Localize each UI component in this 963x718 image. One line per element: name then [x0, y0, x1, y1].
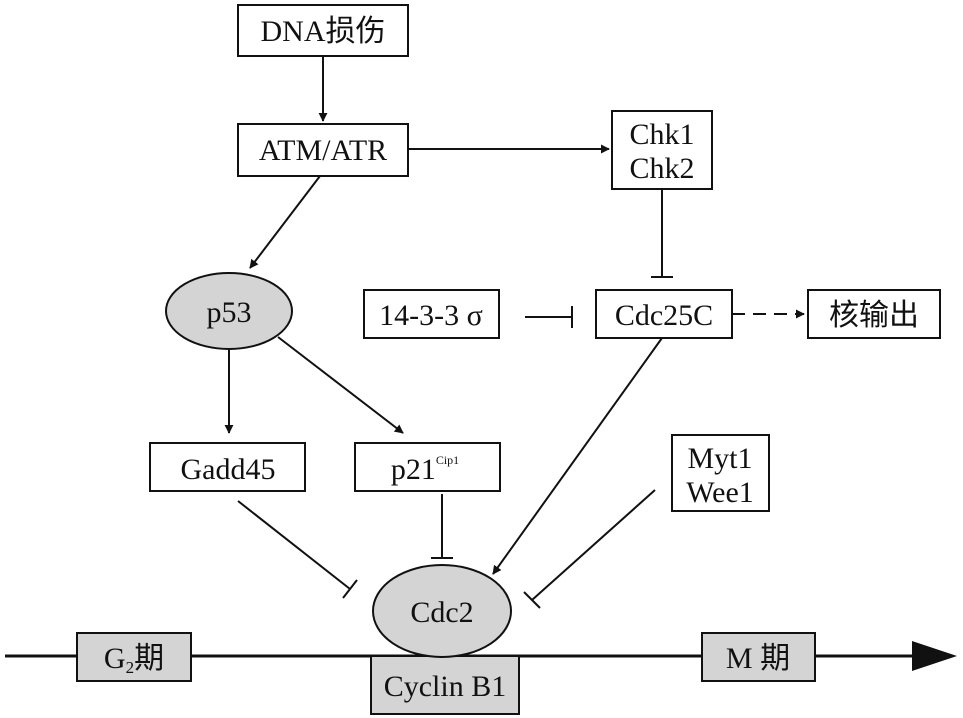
arrow-p53-to-p21 — [277, 336, 404, 434]
node-cdc25c-label: Cdc25C — [615, 299, 713, 332]
node-m-phase-label: M 期 — [726, 642, 790, 675]
node-g2-phase: G2期 — [76, 632, 192, 682]
node-gadd45-label: Gadd45 — [181, 453, 276, 486]
g2-prefix: G — [104, 642, 126, 675]
node-cdc25c: Cdc25C — [595, 289, 733, 339]
node-p53: p53 — [165, 272, 293, 350]
node-chk2-label: Chk2 — [629, 152, 694, 185]
node-p21-superscript: Cip1 — [436, 453, 459, 467]
node-atm-atr: ATM/ATR — [237, 123, 409, 177]
timeline-arrowhead — [912, 641, 957, 671]
node-dna-damage-label: DNA损伤 — [261, 15, 386, 48]
node-atm-atr-label: ATM/ATR — [259, 134, 387, 167]
inhibit-gadd45-to-cdc2 — [237, 500, 358, 599]
node-cdc2-label: Cdc2 — [410, 596, 473, 629]
node-cdc2: Cdc2 — [372, 564, 512, 658]
node-cyclin-b1-label: Cyclin B1 — [384, 670, 507, 703]
node-m-phase: M 期 — [701, 632, 816, 682]
node-p21-label: p21 — [391, 453, 436, 486]
node-p53-label: p53 — [207, 296, 252, 329]
inhibit-myt1-wee1-to-cdc2 — [523, 489, 656, 609]
arrow-cdc25c-to-cdc2 — [492, 337, 663, 575]
node-14-3-3-sigma: 14-3-3 σ — [363, 289, 500, 339]
node-myt1-label: Myt1 — [687, 442, 752, 475]
node-dna-damage: DNA损伤 — [237, 4, 409, 57]
node-chk1-chk2: Chk1 Chk2 — [611, 110, 713, 190]
inhibit-p21-to-cdc2 — [431, 494, 453, 559]
g2-suffix: 期 — [134, 642, 164, 675]
arrow-atm-atr-to-p53 — [249, 175, 321, 269]
g2-subscript: 2 — [126, 658, 135, 677]
node-myt1-wee1: Myt1 Wee1 — [671, 434, 770, 512]
node-nuclear-export: 核输出 — [807, 289, 941, 339]
node-gadd45: Gadd45 — [149, 442, 306, 492]
node-wee1-label: Wee1 — [686, 476, 754, 509]
node-cyclin-b1: Cyclin B1 — [370, 655, 520, 715]
node-14-3-3-sigma-label: 14-3-3 σ — [379, 299, 483, 332]
node-p21-text: p21Cip1 — [391, 453, 459, 486]
node-nuclear-export-label: 核输出 — [829, 299, 919, 332]
node-chk1-label: Chk1 — [629, 118, 694, 151]
node-p21: p21Cip1 — [354, 442, 501, 492]
inhibit-14-3-3-sigma-to-cdc25c — [525, 306, 573, 328]
node-g2-phase-text: G2期 — [104, 642, 164, 677]
edges — [224, 56, 805, 609]
inhibit-chk-to-cdc25c — [651, 189, 673, 278]
